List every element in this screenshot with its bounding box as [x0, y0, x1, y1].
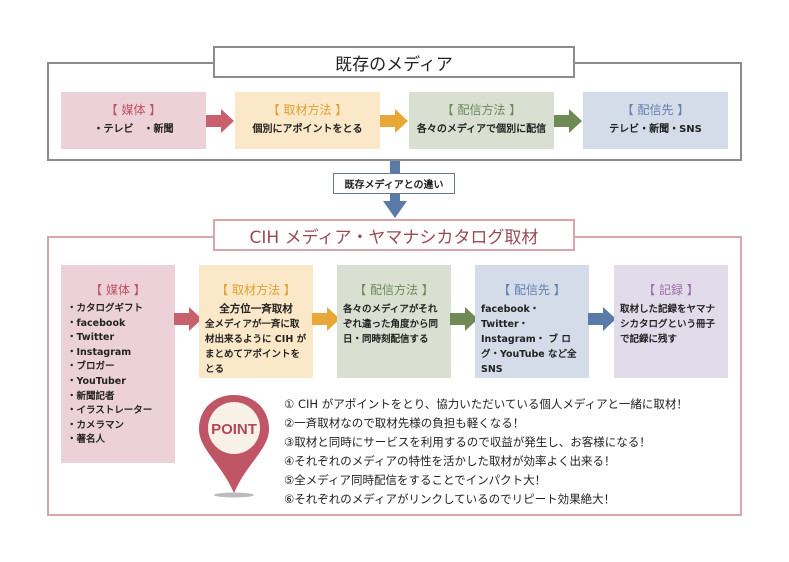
point-pin-icon: POINT	[199, 395, 269, 498]
cih-delivery-box: 【 配信方法 】 各々のメディアがそれぞれ違った角度から同日・同時刻配信する	[337, 265, 451, 378]
existing-destination-box: 【 配信先 】 テレビ・新聞・SNS	[583, 92, 728, 149]
point-item: ⑥それぞれのメディアがリンクしているのでリピート効果絶大！	[284, 492, 616, 506]
difference-label: 既存メディアとの違い	[333, 173, 455, 194]
list-item: ・Twitter	[67, 332, 115, 344]
point-item: ④それぞれのメディアの特性を活かした取材が効率よく出来る！	[284, 454, 616, 468]
box-body: facebook・Twitter・Instagram・ ブ ロ グ・YouTub…	[481, 304, 577, 375]
point-item: ②一斉取材なので取材先様の負担も軽くなる！	[284, 416, 525, 430]
point-badge-text: POINT	[211, 421, 257, 438]
arrow-right-icon	[450, 307, 478, 331]
list-item: ・facebook	[67, 317, 126, 329]
box-body: 個別にアポイントをとる	[252, 124, 363, 135]
arrow-right-icon	[174, 307, 202, 331]
box-body: 各々のメディアがそれぞれ違った角度から同日・同時刻配信する	[343, 304, 439, 345]
list-item: ・著名人	[67, 434, 106, 446]
box-heading: 【 取材方法 】	[216, 283, 296, 297]
box-heading: 【 取材方法 】	[267, 103, 348, 117]
cih-media-title: CIH メディア・ヤマナシカタログ取材	[213, 219, 575, 251]
existing-delivery-box: 【 配信方法 】 各々のメディアで個別に配信	[409, 92, 554, 149]
point-item: ⑤全メディア同時配信をすることでインパクト大！	[284, 473, 547, 487]
cih-destination-box: 【 配信先 】 facebook・Twitter・Instagram・ ブ ロ …	[475, 265, 589, 378]
cih-media-box: 【 媒体 】 ・カタログギフト ・facebook ・Twitter ・Inst…	[61, 265, 175, 463]
list-item: ・カメラマン	[67, 419, 125, 431]
list-item: ・カタログギフト	[67, 303, 144, 314]
point-item: ① CIH がアポイントをとり、協力いただいている個人メディアと一緒に取材！	[284, 397, 688, 411]
cih-record-box: 【 記録 】 取材した記録をヤマナシカタログという冊子で記録に残す	[614, 265, 728, 378]
box-heading: 【 媒体 】	[105, 103, 162, 117]
arrow-right-icon	[588, 307, 616, 331]
box-heading: 【 配信方法 】	[441, 103, 522, 117]
points-list: ① CIH がアポイントをとり、協力いただいている個人メディアと一緒に取材！ ②…	[284, 395, 688, 509]
box-body: テレビ・新聞・SNS	[609, 124, 702, 135]
box-heading: 【 記録 】	[643, 283, 699, 297]
box-heading: 【 媒体 】	[90, 283, 146, 297]
box-body: 全メディアが一斉に取材出来るように CIH がまとめてアポイントをとる	[205, 319, 307, 375]
box-body: 各々のメディアで個別に配信	[416, 124, 547, 135]
list-item: ・ブロガー	[67, 361, 115, 373]
existing-method-box: 【 取材方法 】 個別にアポイントをとる	[235, 92, 380, 149]
box-heading: 【 配信先 】	[498, 283, 566, 297]
existing-media-box: 【 媒体 】 ・テレビ ・新聞	[61, 92, 206, 149]
existing-media-title: 既存のメディア	[213, 46, 575, 78]
list-item: ・Instagram	[67, 346, 132, 358]
media-list: ・カタログギフト ・facebook ・Twitter ・Instagram ・…	[61, 302, 175, 448]
method-subtitle: 全方位一斉取材	[219, 303, 293, 315]
arrow-right-icon	[312, 307, 340, 331]
point-item: ③取材と同時にサービスを利用するので収益が発生し、お客様になる！	[284, 435, 651, 449]
box-body: 取材した記録をヤマナシカタログという冊子で記録に残す	[620, 304, 716, 345]
cih-method-box: 【 取材方法 】 全方位一斉取材 全メディアが一斉に取材出来るように CIH が…	[199, 265, 313, 378]
box-heading: 【 配信先 】	[621, 103, 690, 117]
arrow-right-icon	[380, 109, 408, 133]
list-item: ・新聞記者	[67, 390, 115, 402]
list-item: ・イラストレーター	[67, 405, 153, 417]
arrow-right-icon	[206, 109, 234, 133]
arrow-right-icon	[554, 109, 582, 133]
list-item: ・YouTuber	[67, 375, 126, 387]
box-heading: 【 配信方法 】	[354, 283, 434, 297]
box-body: ・テレビ ・新聞	[93, 124, 174, 135]
